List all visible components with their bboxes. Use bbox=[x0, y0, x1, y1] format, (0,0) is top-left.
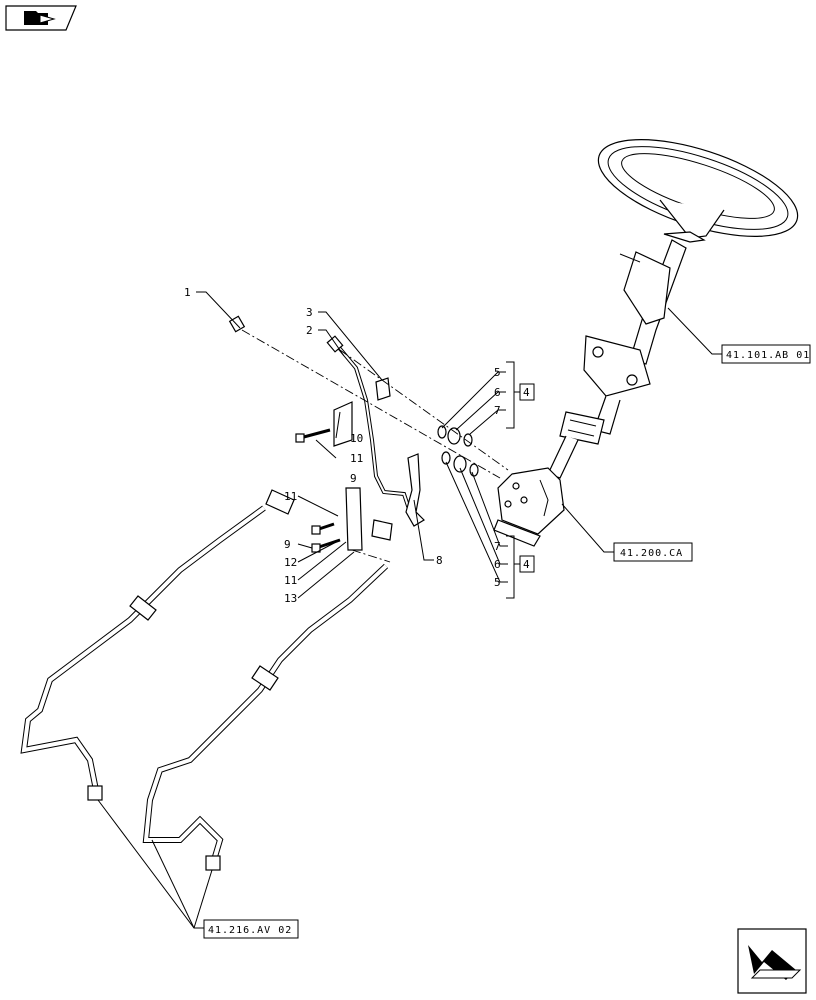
callout-2: 2 bbox=[306, 324, 313, 337]
callout-6-lower: 6 bbox=[494, 558, 501, 571]
callout-12: 12 bbox=[284, 556, 297, 569]
assembly-line-hose bbox=[351, 549, 391, 563]
callout-5-lower: 5 bbox=[494, 576, 501, 589]
callout-7-upper: 7 bbox=[494, 404, 501, 417]
callout-5-upper: 5 bbox=[494, 366, 501, 379]
callout-9-lower: 9 bbox=[284, 538, 291, 551]
svg-text:4: 4 bbox=[523, 386, 530, 399]
hose-left bbox=[20, 505, 266, 801]
group-bracket-lower bbox=[506, 535, 520, 599]
callout-3: 3 bbox=[306, 306, 313, 319]
svg-text:41.101.AB 01: 41.101.AB 01 bbox=[726, 350, 810, 361]
bolt-11 bbox=[311, 522, 335, 535]
seal-set-upper bbox=[437, 425, 473, 447]
steering-pipe-1 bbox=[228, 315, 302, 515]
bolt-9-upper bbox=[295, 428, 331, 443]
callout-7-lower: 7 bbox=[494, 540, 501, 553]
assembly-line-pipe-1 bbox=[241, 329, 501, 479]
callout-13: 13 bbox=[284, 592, 297, 605]
callout-4-lower: 4 bbox=[519, 555, 535, 573]
svg-text:41.216.AV 02: 41.216.AV 02 bbox=[208, 925, 292, 936]
svg-text:4: 4 bbox=[523, 558, 530, 571]
callout-4-upper: 4 bbox=[519, 383, 535, 401]
ref-steering-column[interactable]: 41.101.AB 01 bbox=[721, 344, 811, 364]
steering-pipe-2 bbox=[326, 335, 412, 541]
steering-unit bbox=[493, 467, 565, 547]
back-arrow-folder-icon bbox=[24, 11, 56, 25]
callout-1: 1 bbox=[184, 286, 191, 299]
callout-9-upper: 9 bbox=[350, 472, 357, 485]
leader-lines bbox=[97, 291, 722, 929]
bracket-13 bbox=[345, 487, 363, 551]
callout-8: 8 bbox=[436, 554, 443, 567]
callout-11-upper: 11 bbox=[350, 452, 363, 465]
steering-column bbox=[547, 239, 687, 479]
steering-wheel bbox=[597, 139, 799, 243]
prev-page-button[interactable] bbox=[5, 5, 77, 31]
callout-6-upper: 6 bbox=[494, 386, 501, 399]
callout-11-middle: 11 bbox=[284, 490, 297, 503]
callout-11-lower: 11 bbox=[284, 574, 297, 587]
hose-right bbox=[142, 563, 389, 871]
svg-text:41.200.CA: 41.200.CA bbox=[620, 548, 683, 559]
group-bracket-upper bbox=[506, 361, 520, 429]
ref-steering-unit[interactable]: 41.200.CA bbox=[613, 542, 693, 562]
seal-set-lower bbox=[441, 451, 479, 477]
ref-hoses[interactable]: 41.216.AV 02 bbox=[203, 919, 299, 939]
clip-8 bbox=[405, 453, 425, 527]
callout-10: 10 bbox=[350, 432, 363, 445]
next-page-button[interactable] bbox=[737, 928, 807, 994]
forward-arrow-box-icon bbox=[748, 945, 802, 980]
assembly-line-pipe-2 bbox=[339, 349, 509, 471]
